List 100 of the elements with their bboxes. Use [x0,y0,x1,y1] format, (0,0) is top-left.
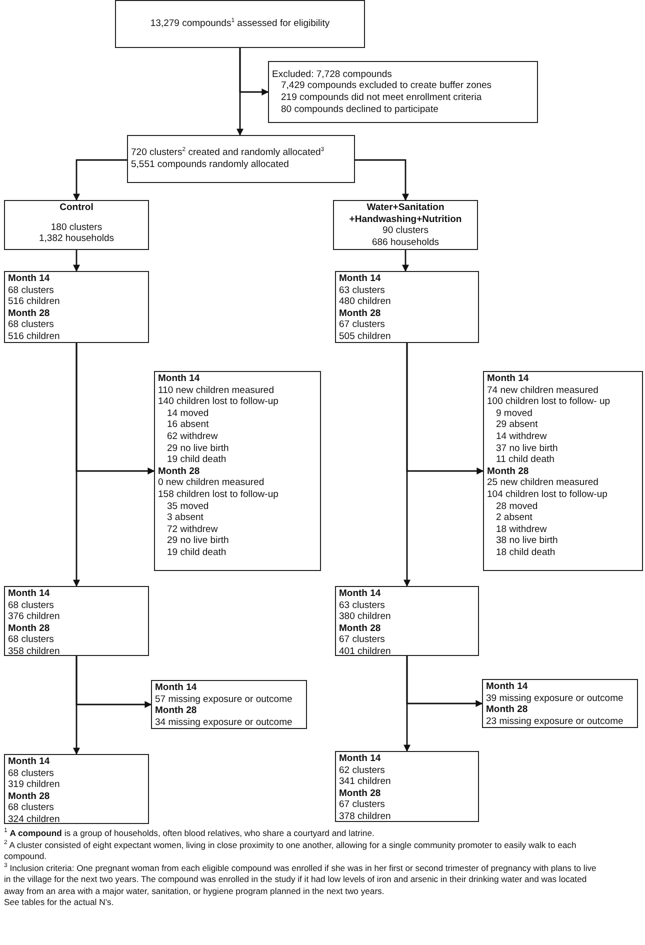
arrow [76,656,152,708]
box-text: 140 children lost to follow-up [158,396,280,408]
heading-text: Month 28 [487,466,530,478]
footnote: See tables for the actual N’s. [4,897,115,908]
box-text: 67 clusters [339,319,386,331]
arrow [239,48,269,96]
heading-text: Month 28 [158,466,201,478]
box-text: 14 withdrew [495,430,548,443]
box-text: 37 no live birth [495,442,559,454]
arrow [402,250,409,272]
heading-text: Month 28 [8,622,51,634]
flow-box [483,371,643,571]
box-text: 19 child death [166,546,228,558]
flow-box [4,200,149,250]
box-text: 401 children [339,646,392,658]
box-text: 0 new children measured [158,477,266,489]
heading-text: Month 28 [8,790,51,802]
flow-box [335,751,479,822]
box-text: 219 compounds did not meet enrollment criteria [280,92,483,104]
flow-box [4,271,149,343]
box-text: 90 clusters [382,225,428,237]
box-text: 319 children [8,779,61,791]
box-text: 158 children lost to follow-up [158,488,280,501]
flow-box [127,135,355,183]
flow-box [333,200,478,250]
heading-text: Month 14 [158,373,201,385]
flow-box [335,271,479,343]
box-text: 19 child death [166,454,228,466]
box-text: 80 compounds declined to participate [280,104,440,116]
box-text: 5,551 compounds randomly allocated [131,159,290,171]
box-text: 2 absent [495,512,534,524]
heading-text: Water+Sanitation +Handwashing+Nutrition [348,202,463,226]
arrow [73,159,127,201]
box-text: 34 missing exposure or outcome [155,716,294,728]
box-text: 29 no live birth [166,535,230,547]
box-text: 13,279 compounds$^{1}$ assessed for eligibility [150,18,330,30]
flow-box [154,371,321,571]
box-text: 324 children [8,814,61,826]
flow-box [151,680,307,729]
box-text: 39 missing exposure or outcome [486,692,624,704]
footnote: $^{3}$ Inclusion criteria: One pregnant woman from each eligible compound was enrolled if she was in her first or second trimester of pregnancy with plans to live in the village for the next two years. The compound was enrolled in the study if it had low levels of iron and arsenic in their drinking water and was located away from an area with a major water, sanitation, or hygiene program planned in the next two years. [4,862,598,897]
heading-text: Month 14 [486,681,529,693]
arrow [406,343,484,474]
heading-text: Month 14 [155,682,198,694]
box-text: 11 child death [495,454,556,466]
heading-text: Month 14 [339,588,382,600]
footnote: $^{1}$ A compound is a group of households, often blood relatives, who share a courtyard and latrine. [4,828,376,840]
box-text: 18 child death [495,546,556,558]
box-text: 67 clusters [339,799,386,811]
box-text: 29 absent [495,419,539,431]
box-text: 18 withdrew [495,524,548,536]
box-text: 686 households [372,236,440,248]
box-text: 28 moved [495,500,539,512]
box-text: 68 clusters [8,802,55,814]
box-text: 100 children lost to follow- up [487,396,612,408]
heading-text: Month 28 [155,705,198,717]
box-text: 1,382 households [38,233,114,245]
flow-box [482,679,638,728]
box-text: 341 children [339,776,392,788]
box-text: 68 clusters [8,768,55,780]
box-text: 38 no live birth [495,535,559,547]
box-text: 180 clusters [50,222,102,234]
heading-text: Month 28 [486,704,529,716]
box-text: Excluded: 7,728 compounds [272,68,393,80]
flow-box [115,0,365,48]
box-text: 380 children [339,611,392,623]
heading-text: Month 28 [339,788,382,800]
box-text: 23 missing exposure or outcome [486,716,624,728]
heading-text: Month 14 [339,753,382,765]
heading-text: Month 14 [8,273,51,285]
box-text: 358 children [8,646,61,658]
flow-box [4,754,149,824]
box-text: 68 clusters [8,634,55,646]
box-text: 68 clusters [8,600,55,612]
heading-text: Month 14 [8,588,51,600]
box-text: 720 clusters$^{2}$ created and randomly allocated$^{3}$ [131,147,326,159]
arrow [406,656,483,707]
box-text: 67 clusters [339,634,386,646]
box-text: 57 missing exposure or outcome [155,694,294,706]
box-text: 63 clusters [339,284,386,296]
heading-text: Month 28 [8,308,51,320]
flow-box [4,586,149,656]
heading-text: Control [60,202,94,214]
heading-text: Month 14 [487,373,530,385]
box-text: 516 children [8,296,61,308]
box-text: 376 children [8,611,61,623]
box-text: 7,429 compounds excluded to create buffer zones [280,80,493,92]
box-text: 72 withdrew [166,524,219,536]
box-text: 14 moved [166,408,210,420]
heading-text: Month 28 [339,622,382,634]
heading-text: Month 14 [339,273,382,285]
footnote: $^{2}$ A cluster consisted of eight expectant women, living in close proximity to one another, allowing for a single community promoter to easily walk to each compound. [4,840,578,862]
box-text: 16 absent [166,419,210,431]
box-text: 516 children [8,330,61,343]
box-text: 74 new children measured [487,384,600,396]
box-text: 104 children lost to follow-up [487,488,608,501]
box-text: 63 clusters [339,600,386,612]
box-text: 3 absent [166,512,204,524]
flow-box [335,586,479,656]
box-text: 68 clusters [8,319,55,331]
